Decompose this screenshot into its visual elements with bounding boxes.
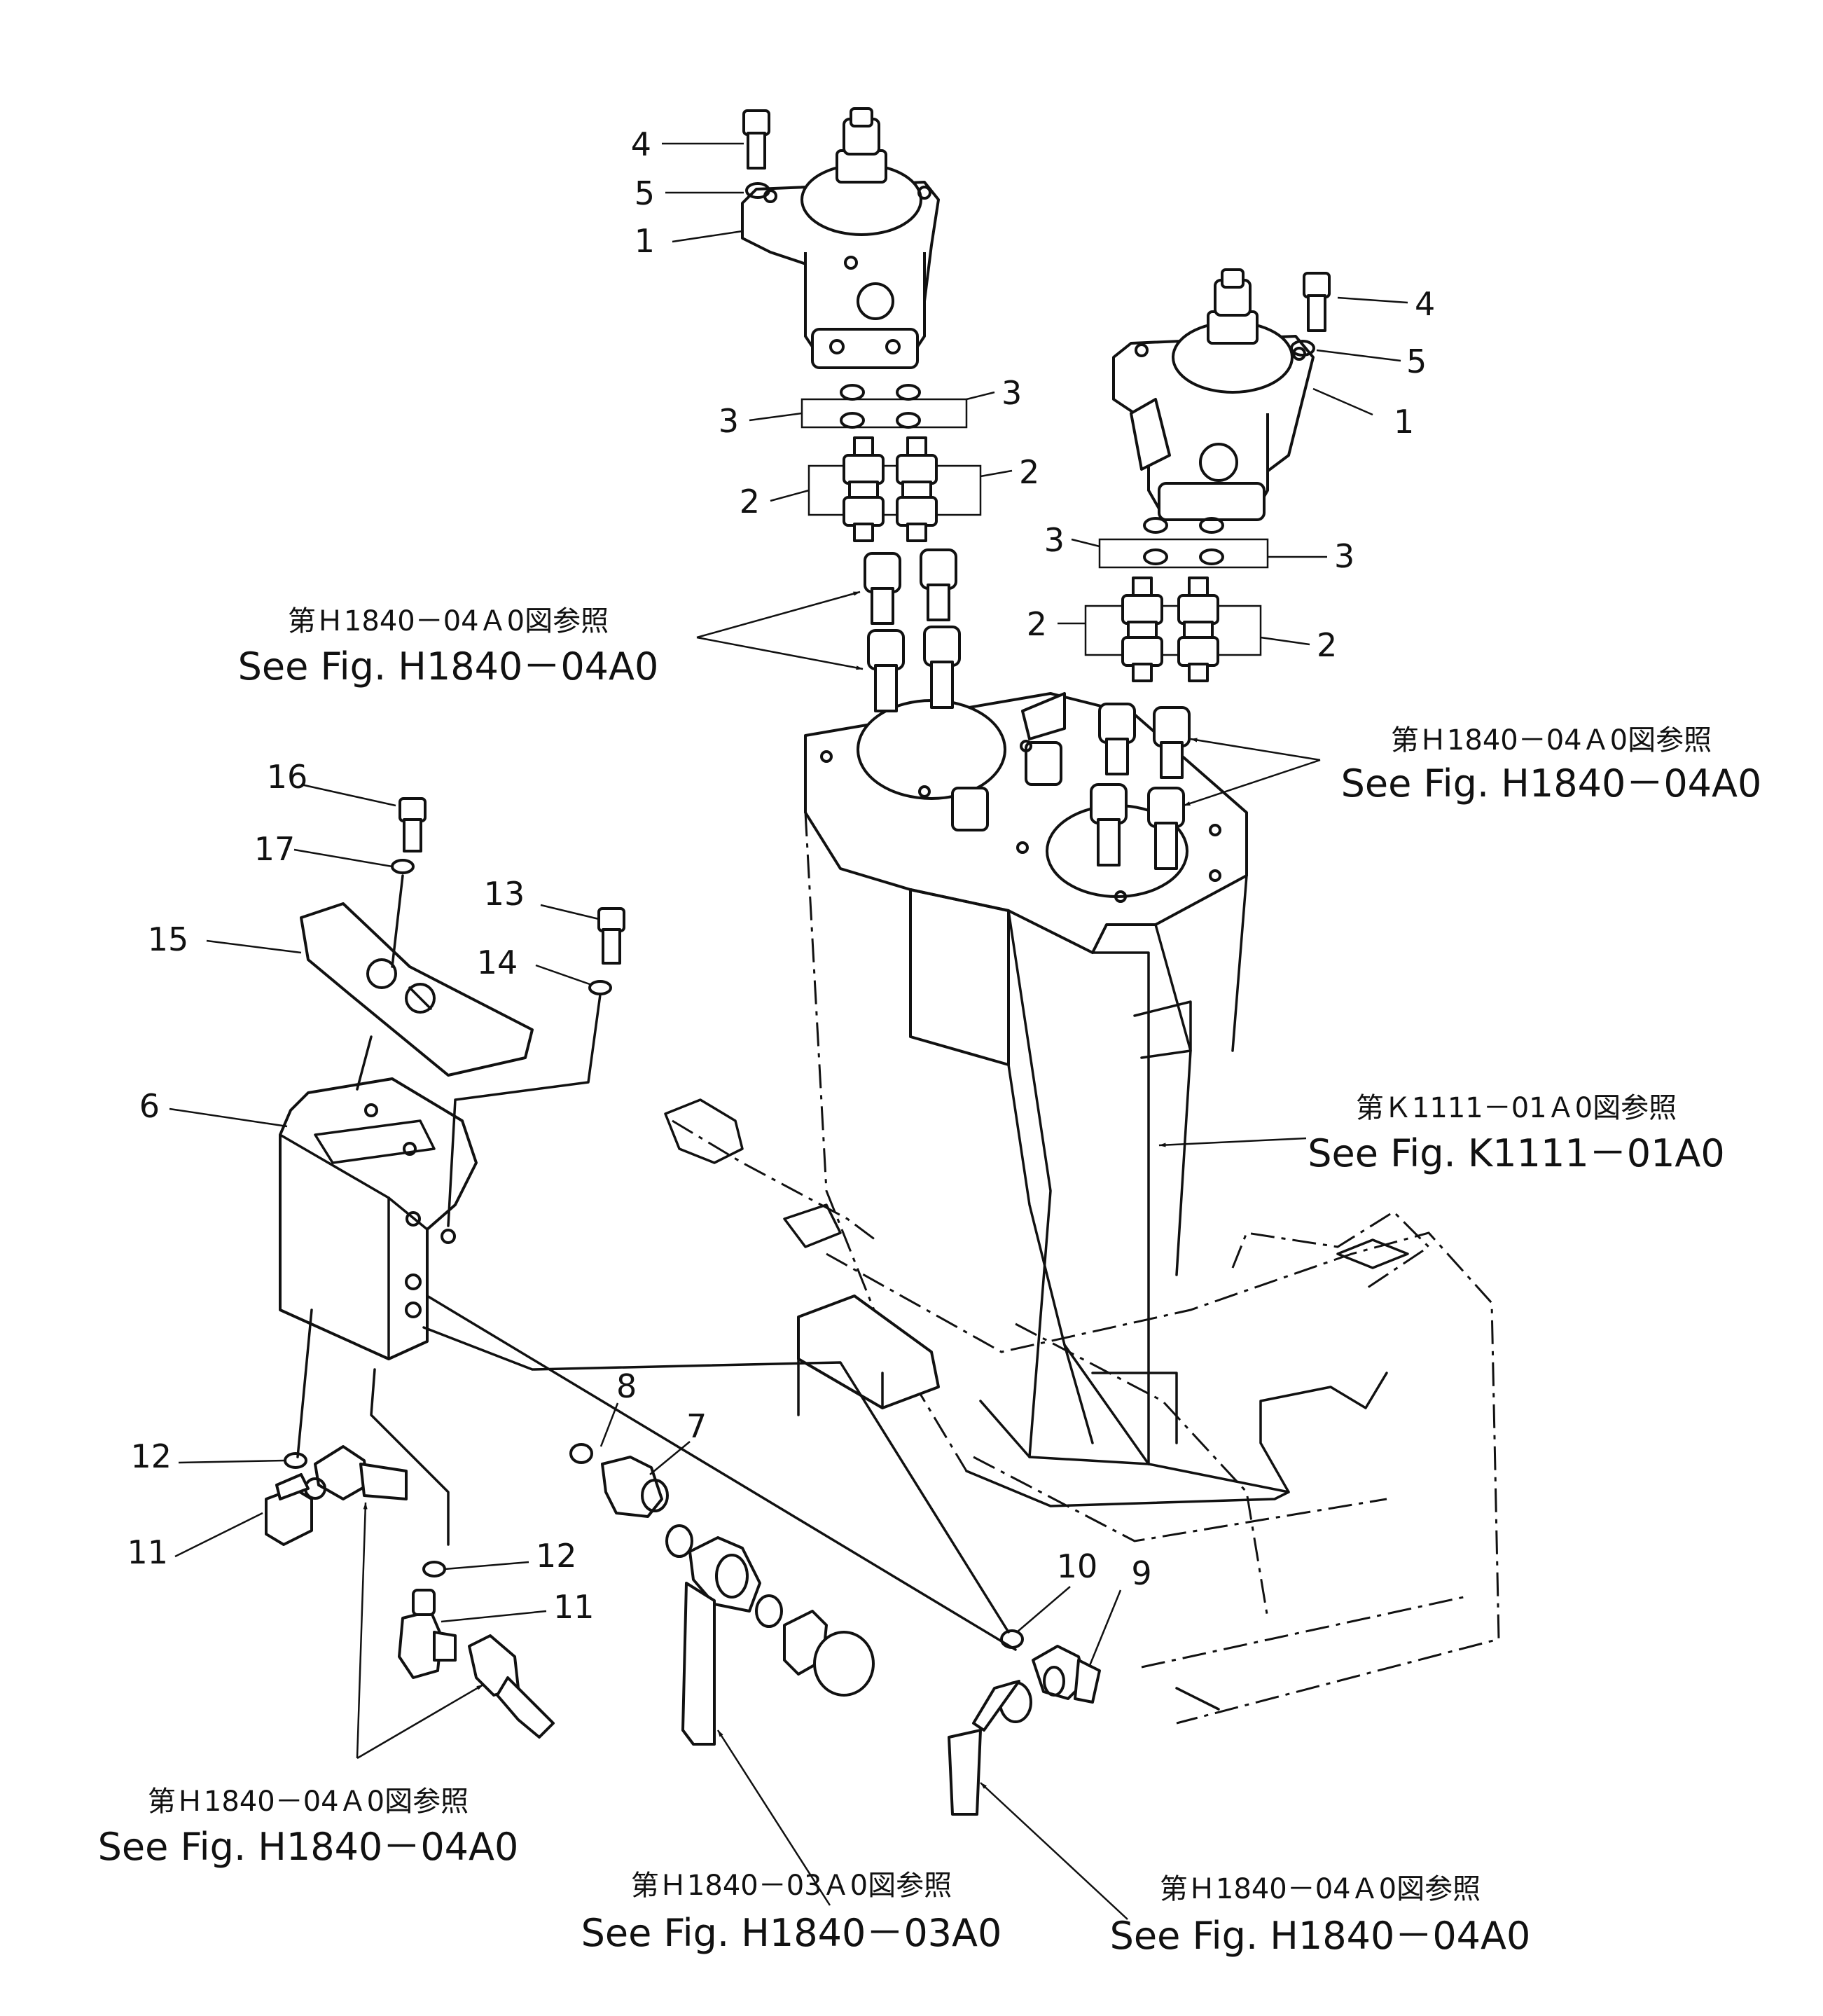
reference-labels: 第Ｈ1840－04Ａ0図参照 See Fig. H1840－04A0 第Ｈ184… bbox=[98, 605, 1762, 1958]
hose-right bbox=[948, 1680, 1032, 1816]
switch-box-6 bbox=[279, 1077, 478, 1360]
callout-3-left-b: 3 bbox=[1001, 374, 1022, 412]
callout-7: 7 bbox=[686, 1407, 707, 1445]
callout-1-left: 1 bbox=[635, 222, 655, 260]
bolt-16 bbox=[398, 797, 427, 852]
adapter-7 bbox=[601, 1456, 669, 1518]
callout-12-lower: 12 bbox=[536, 1537, 577, 1575]
ref-6-en: See Fig. H1840－04A0 bbox=[1110, 1914, 1531, 1958]
callout-2-right-b: 2 bbox=[1317, 626, 1337, 664]
washer-14 bbox=[588, 980, 612, 995]
callout-5-left: 5 bbox=[635, 174, 655, 212]
callout-11-lower: 11 bbox=[553, 1588, 595, 1626]
callout-2-left-b: 2 bbox=[1019, 453, 1039, 491]
callout-17: 17 bbox=[254, 830, 296, 868]
callout-4-left: 4 bbox=[631, 125, 651, 163]
callout-4-right: 4 bbox=[1415, 285, 1435, 323]
callout-2-right-a: 2 bbox=[1027, 605, 1047, 643]
assembly-line-15 bbox=[356, 874, 602, 1227]
ref-6-jp: 第Ｈ1840－04Ａ0図参照 bbox=[1160, 1873, 1481, 1905]
leader-box-fittings bbox=[296, 1294, 1017, 1651]
fittings-2-left bbox=[807, 436, 982, 542]
o-rings-3-left bbox=[800, 384, 968, 429]
callout-10: 10 bbox=[1057, 1547, 1098, 1585]
callout-leaders bbox=[169, 142, 1408, 1668]
ref-4-jp: 第Ｈ1840－04Ａ0図参照 bbox=[148, 1786, 469, 1818]
callout-numbers: 1 1 2 2 2 2 3 3 3 3 4 4 5 5 6 7 8 9 10 1… bbox=[127, 125, 1435, 1626]
elbow-fitting-upper bbox=[304, 1445, 408, 1500]
callout-12-upper: 12 bbox=[130, 1437, 172, 1475]
reference-arrows bbox=[356, 591, 1321, 1920]
hose-ends-left bbox=[864, 548, 961, 712]
banjo-hose bbox=[681, 1536, 761, 1746]
ref-5-jp: 第Ｈ1840－03Ａ0図参照 bbox=[631, 1870, 952, 1902]
ppc-valve-left bbox=[741, 107, 940, 369]
washer-5-left bbox=[745, 182, 770, 199]
o-rings-3-right bbox=[1098, 517, 1269, 569]
elbow-hose-lower bbox=[468, 1634, 555, 1739]
ref-1-en: See Fig. H1840－04A0 bbox=[238, 644, 659, 689]
ref-4-en: See Fig. H1840－04A0 bbox=[98, 1825, 519, 1869]
base-frame bbox=[826, 1210, 1500, 1725]
washer-5-right bbox=[1290, 340, 1315, 357]
callout-13: 13 bbox=[484, 875, 525, 913]
adapter-11-upper bbox=[265, 1473, 313, 1546]
callout-8: 8 bbox=[616, 1367, 637, 1405]
ref-2-en: See Fig. H1840－04A0 bbox=[1341, 761, 1762, 806]
ref-3-jp: 第Ｋ1111－01Ａ0図参照 bbox=[1356, 1092, 1677, 1124]
ref-1-jp: 第Ｈ1840－04Ａ0図参照 bbox=[288, 605, 609, 637]
callout-9: 9 bbox=[1131, 1554, 1151, 1592]
bolt-13 bbox=[597, 907, 625, 965]
adapter-11-lower bbox=[398, 1589, 457, 1679]
callout-15: 15 bbox=[148, 920, 189, 958]
washer-17 bbox=[391, 859, 415, 874]
bolt-4-right bbox=[1303, 272, 1331, 332]
gasket-upper bbox=[665, 1524, 693, 1558]
cover-15 bbox=[300, 902, 534, 1077]
callout-2-left-a: 2 bbox=[740, 483, 760, 520]
callout-5-right: 5 bbox=[1406, 343, 1427, 380]
ppc-valve-right bbox=[1112, 268, 1315, 521]
o-ring-12-upper bbox=[284, 1452, 307, 1469]
ref-2-jp: 第Ｈ1840－04Ａ0図参照 bbox=[1391, 724, 1712, 757]
callout-16: 16 bbox=[267, 758, 308, 796]
callout-11-upper: 11 bbox=[127, 1533, 168, 1571]
bolt-4-left bbox=[742, 109, 770, 170]
elbow-9 bbox=[1032, 1645, 1101, 1704]
callout-3-right-a: 3 bbox=[1044, 521, 1065, 559]
banjo-bolt bbox=[783, 1610, 875, 1697]
o-ring-10 bbox=[1000, 1629, 1024, 1649]
o-ring-12-lower bbox=[422, 1561, 446, 1577]
callout-3-left-a: 3 bbox=[719, 402, 739, 440]
ref-3-en: See Fig. K1111－01A0 bbox=[1308, 1131, 1724, 1175]
hose-ends-right bbox=[1090, 703, 1191, 870]
control-stand bbox=[664, 692, 1388, 1507]
callout-3-right-b: 3 bbox=[1334, 537, 1354, 575]
callout-1-right: 1 bbox=[1394, 403, 1414, 441]
o-ring-8 bbox=[569, 1443, 593, 1464]
callout-6: 6 bbox=[139, 1087, 160, 1125]
fittings-2-right bbox=[1084, 577, 1262, 682]
ref-5-en: See Fig. H1840－03A0 bbox=[581, 1911, 1002, 1955]
gasket-lower bbox=[755, 1594, 783, 1628]
callout-14: 14 bbox=[477, 944, 518, 981]
